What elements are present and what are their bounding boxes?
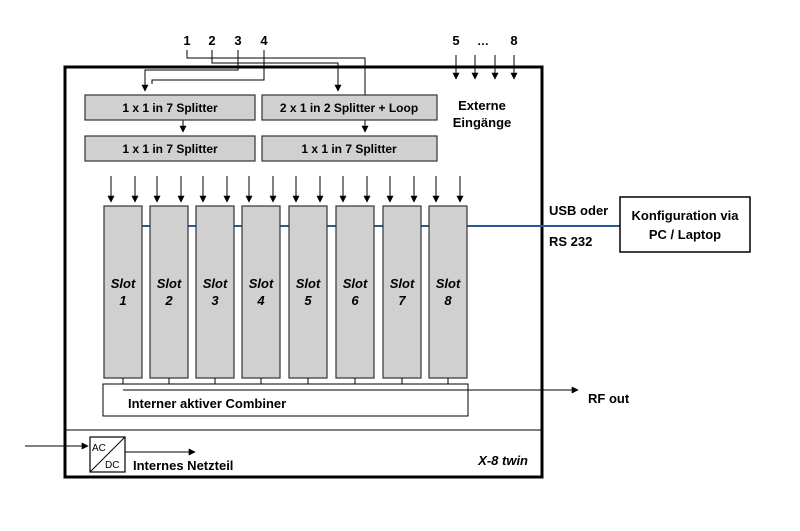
- input-label-4: 4: [260, 33, 268, 48]
- device-name: X-8 twin: [477, 453, 528, 468]
- splitter-top-left: [84, 94, 256, 121]
- slot-3: [195, 205, 235, 379]
- ext-input-ellipsis: …: [477, 34, 489, 48]
- slot-2-word: Slot: [157, 276, 182, 291]
- slot-6-word: Slot: [343, 276, 368, 291]
- splitter-bottom-right-label: 1 x 1 in 7 Splitter: [301, 142, 397, 156]
- slot-7-word: Slot: [390, 276, 415, 291]
- slot-5-number: 5: [304, 293, 312, 308]
- splitter-bottom-left-label: 1 x 1 in 7 Splitter: [122, 142, 218, 156]
- slot-4-word: Slot: [249, 276, 274, 291]
- rf-out-label: RF out: [588, 391, 630, 406]
- external-inputs-label-2: Eingänge: [453, 115, 512, 130]
- psu-label: Internes Netzteil: [133, 458, 233, 473]
- ext-input-arrows: [452, 55, 518, 80]
- slot-group: Slot 1 Slot 2 Slot 3 Slot 4 Slot 5 Slot 6 Slot 7 Slot 8: [103, 176, 468, 390]
- combiner-box: [102, 383, 469, 417]
- slot-1-word: Slot: [111, 276, 136, 291]
- device-outline: [63, 65, 544, 479]
- rs232-label: RS 232: [549, 234, 592, 249]
- slot-3-number: 3: [211, 293, 219, 308]
- splitter-bottom-left: [84, 135, 256, 162]
- dc-label: DC: [105, 460, 119, 471]
- config-label-1: Konfiguration via: [632, 208, 740, 223]
- combiner-label: Interner aktiver Combiner: [128, 396, 286, 411]
- slot-8: [428, 205, 468, 379]
- ext-input-label-8: 8: [510, 33, 517, 48]
- config-label-2: PC / Laptop: [649, 227, 721, 242]
- slot-8-number: 8: [444, 293, 452, 308]
- splitter-bottom-right: [261, 135, 438, 162]
- acdc-diagonal: [89, 436, 126, 473]
- input-label-1: 1: [183, 33, 190, 48]
- splitter-top-left-label: 1 x 1 in 7 Splitter: [122, 101, 218, 115]
- input-label-2: 2: [208, 33, 215, 48]
- slot-6: [335, 205, 375, 379]
- usb-label: USB oder: [549, 203, 608, 218]
- slot-2: [149, 205, 189, 379]
- splitter-top-right: [261, 94, 438, 121]
- external-inputs-label-1: Externe: [458, 98, 506, 113]
- config-box: [619, 196, 751, 253]
- input-label-3: 3: [234, 33, 241, 48]
- slot-7-number: 7: [398, 293, 406, 308]
- slot-1: [103, 205, 143, 379]
- slot-7: [382, 205, 422, 379]
- slot-4-number: 4: [256, 293, 265, 308]
- slot-2-number: 2: [164, 293, 173, 308]
- slot-4: [241, 205, 281, 379]
- slot-3-word: Slot: [203, 276, 228, 291]
- splitter-top-right-label: 2 x 1 in 2 Splitter + Loop: [280, 101, 418, 115]
- slot-5: [288, 205, 328, 379]
- ac-label: AC: [92, 443, 106, 454]
- slot-8-word: Slot: [436, 276, 461, 291]
- slot-1-number: 1: [119, 293, 126, 308]
- slot-6-number: 6: [351, 293, 359, 308]
- slot-5-word: Slot: [296, 276, 321, 291]
- ext-input-label-5: 5: [452, 33, 459, 48]
